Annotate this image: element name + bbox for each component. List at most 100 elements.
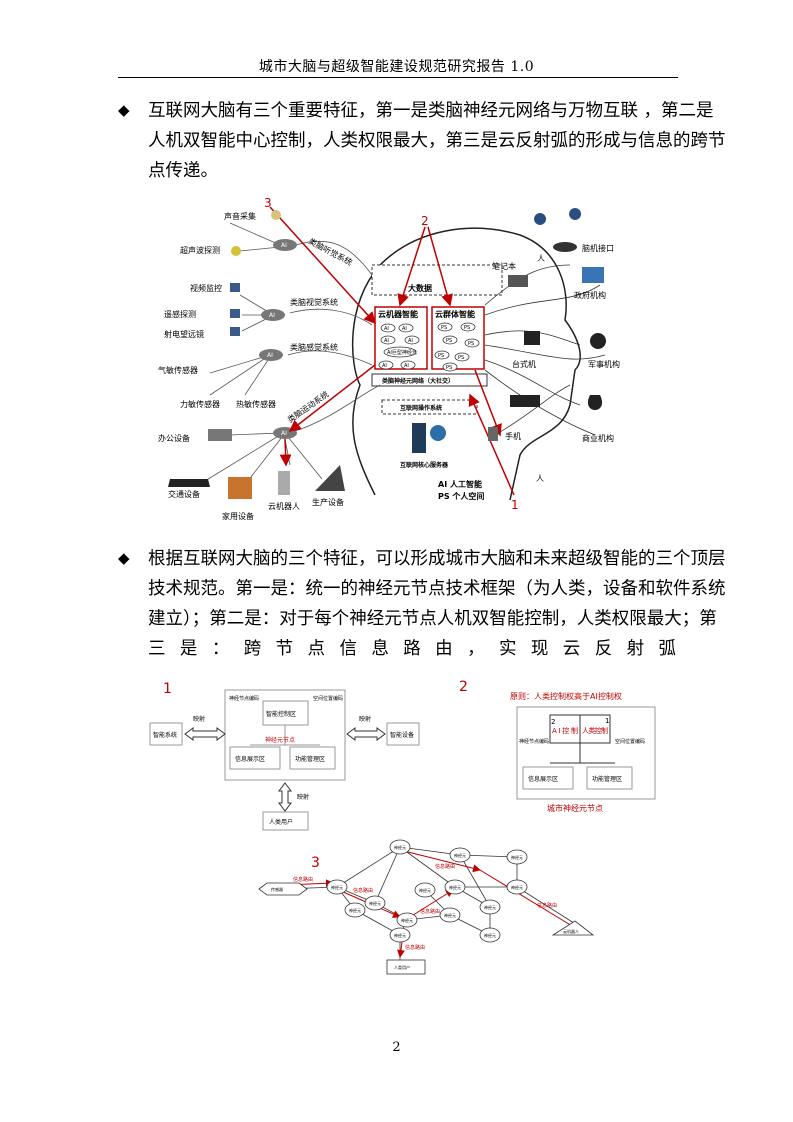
neuron-node [389, 927, 411, 943]
oil-pump-icon [315, 465, 345, 491]
label-production: 生产设备 [312, 497, 344, 507]
neuron-node-label: 神经元 [484, 932, 496, 938]
neuron-node [439, 907, 461, 923]
page-header-title: 城市大脑与超级智能建设规范研究报告 1.0 [258, 59, 535, 75]
user-box [386, 959, 426, 975]
info-zone-box [229, 746, 281, 770]
gov-building-icon [582, 267, 604, 283]
bigdata-label: 大数据 [408, 283, 432, 293]
hub-ai-label: AI [281, 430, 287, 437]
label-phone: 手机 [505, 431, 521, 441]
neuron-node-label: 神经元 [419, 887, 431, 893]
neuron-node [389, 839, 411, 855]
camera-icon [230, 327, 240, 336]
token: 射 [626, 639, 645, 659]
space-code-label: 空间位置编码 [615, 738, 645, 745]
city-neuron-node-figure: 2 原则：人类控制权高于AI控制权 2 1 AI控制 人类控制 神经节点编码 空… [459, 679, 656, 813]
neuron-node-label: 神经元 [369, 900, 381, 906]
fig2-marker: 1 [163, 681, 172, 697]
label-notebook: 笔记本 [492, 261, 516, 271]
ai-node-label: AI [402, 326, 407, 332]
neural-network-label: 类脑神经元网络（大社交） [382, 377, 454, 385]
smart-system-label: 智能系统 [153, 731, 177, 739]
routing-network-figure: 3 传感器 神经元 神经元 [258, 839, 595, 975]
label-remote: 遥感探测 [164, 309, 196, 319]
label-hearing-system: 类脑听觉系统 [307, 236, 354, 267]
internet-brain-figure: 大数据 云机器智能 云群体智能 AI AI AI AI AI AI PS PS … [158, 196, 620, 521]
ps-node-label: PS [441, 325, 447, 331]
token: 信 [339, 639, 357, 659]
head-outline [351, 227, 581, 501]
sensor-icon [231, 246, 241, 256]
neuron-node-label: 神经元 [484, 904, 496, 910]
map-left-arrow [184, 727, 226, 741]
route-label: 信息路由 [353, 887, 373, 894]
map-right-arrow [346, 727, 386, 741]
neuron-node [364, 895, 386, 911]
label-military: 军事机构 [588, 359, 620, 369]
label-gov: 政府机构 [574, 290, 606, 300]
route-label: 信息路由 [420, 908, 440, 915]
token: 现 [530, 639, 549, 659]
ps-node-label: PS [464, 325, 470, 331]
label-heat: 热敏传感器 [236, 399, 276, 409]
info-zone-box [522, 766, 574, 790]
ps-node-label: PS [446, 338, 452, 344]
function-zone-box [289, 746, 336, 770]
neuron-node [396, 912, 418, 928]
neural-network-bar [371, 373, 488, 387]
token: 息 [371, 639, 389, 659]
label-desktop: 台式机 [512, 359, 536, 369]
neuron-node-label: 神经元 [349, 907, 361, 913]
paragraph-2-line-4: 三 是 ： 跨 节 点 信 息 路 由 ， 实 现 云 反 射 弧 [148, 634, 676, 664]
car-icon [168, 479, 210, 487]
fig3-marker: 2 [459, 679, 468, 695]
token: 实 [498, 639, 517, 659]
ai-node-label: AI [384, 326, 389, 332]
human-user-box [262, 811, 309, 831]
neuron-node [344, 902, 366, 918]
label-person: 人 [536, 474, 544, 483]
sender-label: 传感器 [271, 886, 283, 892]
ai-giant-label: AI巨型神经元 [387, 349, 417, 356]
route-label: 信息路由 [537, 902, 557, 909]
human-user-label: 人类用户 [269, 818, 293, 826]
info-zone-label: 信息展示区 [235, 755, 265, 763]
label-ultrasonic: 超声波探测 [180, 245, 220, 255]
smart-system-box [149, 722, 183, 746]
route-label: 信息路由 [293, 876, 313, 883]
num-2: 2 [551, 718, 555, 726]
paragraph-1-line-2: 人机双智能中心控制，人类权限最大，第三是云反射弧的形成与信息的跨节 [148, 131, 726, 151]
hub-ai-label: AI [281, 242, 287, 249]
label-vision-system: 类脑视觉系统 [290, 297, 338, 307]
ai-control-label: AI控制 [552, 726, 578, 735]
token: 由 [435, 639, 453, 659]
page-header-rule [118, 77, 678, 78]
paragraph-1: 互联网大脑有三个重要特征，第一是类脑神经元网络与万物互联 ，第二是 人机双智能中… [148, 96, 726, 186]
function-zone-box [586, 766, 633, 790]
neuron-node-label: 神经元 [511, 884, 523, 890]
ps-node-label: PS [446, 365, 452, 371]
token: 节 [275, 639, 294, 659]
right-icons [488, 208, 606, 441]
human-control-box [579, 714, 611, 744]
label-radio: 射电望远镜 [164, 329, 204, 339]
token: 弧 [658, 639, 677, 659]
page-number: 2 [392, 1040, 401, 1055]
left-device-icons [168, 210, 345, 499]
neuron-node [479, 899, 501, 915]
neuron-code-label: 神经节点编码 [229, 695, 259, 702]
bullet-2: ◆ [118, 549, 130, 567]
smart-device-box [386, 722, 420, 746]
neuron-code-label: 神经节点编码 [519, 738, 549, 745]
neuron-node [506, 879, 528, 895]
smart-device-label: 智能设备 [390, 731, 414, 739]
neuron-node [449, 847, 471, 863]
route-label: 信息路由 [435, 863, 455, 870]
box-icon [228, 477, 252, 499]
neuron-node-label: 神经元 [394, 844, 406, 850]
neuron-node [326, 879, 348, 895]
label-bci: 脑机接口 [582, 243, 614, 253]
paragraph-1-line-3: 点传递。 [148, 161, 218, 181]
neuron-node-label: 神经元 [401, 917, 413, 923]
